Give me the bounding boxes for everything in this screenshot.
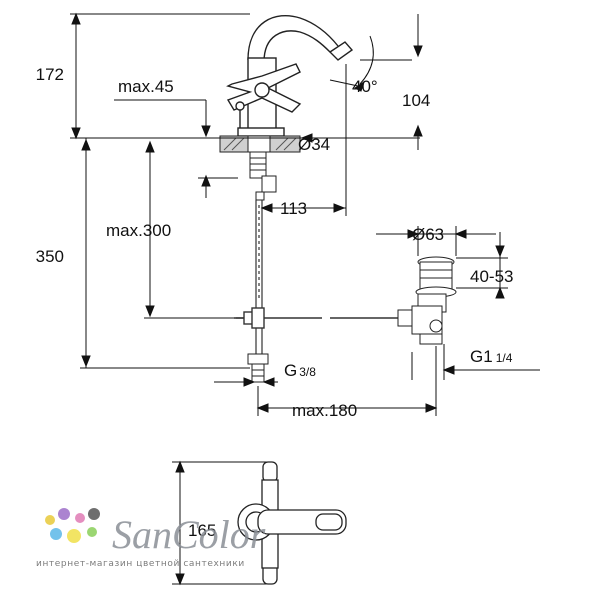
dim-angle: 40° xyxy=(352,77,378,96)
dim-350: 350 xyxy=(36,247,64,266)
faucet-top-view xyxy=(237,461,347,585)
watermark-tagline: интернет-магазин цветной сантехники xyxy=(36,559,245,569)
dim-max45: max.45 xyxy=(118,77,174,96)
dot-pink xyxy=(75,513,85,523)
dim-104: 104 xyxy=(402,91,430,110)
dim-diameter-34: Ø34 xyxy=(298,135,330,154)
dot-yellow xyxy=(45,515,55,525)
supply-lines xyxy=(255,200,263,355)
dim-172: 172 xyxy=(36,65,64,84)
dim-diameter-63: Ø63 xyxy=(412,225,444,244)
mounting-shank xyxy=(249,151,277,201)
dim-40-53: 40-53 xyxy=(470,267,513,286)
faucet-side-view xyxy=(226,14,354,137)
dim-113: 113 xyxy=(280,199,307,218)
dim-thread-supply-frac: 3/8 xyxy=(299,365,316,379)
pop-up-linkage xyxy=(234,307,398,329)
waste-fitting xyxy=(397,256,457,345)
dimension-lines xyxy=(70,12,540,586)
dim-thread-waste-frac: 1/4 xyxy=(496,351,513,365)
dot-dark xyxy=(88,508,100,520)
dim-max300: max.300 xyxy=(106,221,171,240)
dim-max180: max.180 xyxy=(292,401,357,420)
dim-165: 165 xyxy=(188,521,216,540)
watermark: SanColor интернет-магазин цветной сантех… xyxy=(36,508,266,569)
dot-purple xyxy=(58,508,70,520)
dot-lemon xyxy=(67,529,81,543)
dot-green xyxy=(87,527,97,537)
basin-slab xyxy=(219,135,301,153)
supply-connector xyxy=(247,353,269,383)
dot-blue xyxy=(50,528,62,540)
watermark-brand: SanColor xyxy=(112,512,266,557)
